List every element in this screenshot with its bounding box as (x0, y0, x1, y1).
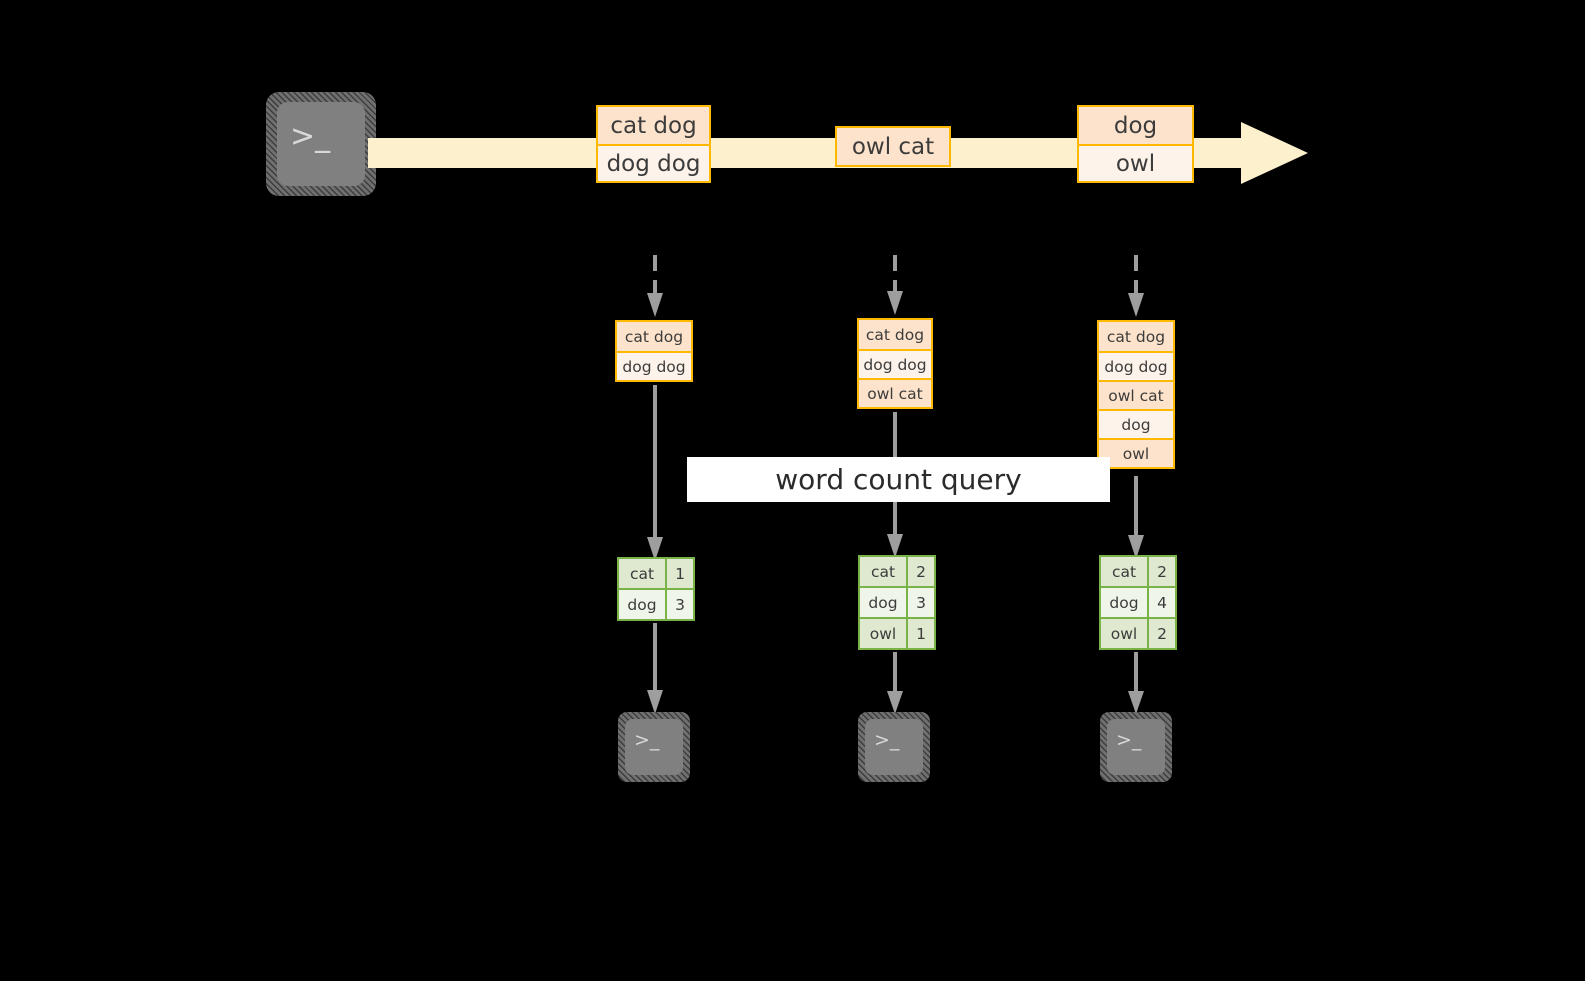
column-3-inbound-arrow-icon (1126, 255, 1146, 321)
column-1-sink-terminal-icon: >_ (618, 712, 690, 782)
query-label: word count query (687, 457, 1110, 502)
result-count-cell: 2 (906, 557, 934, 586)
terminal-body (625, 719, 683, 775)
stream-record-cell: cat dog (598, 107, 709, 144)
input-record-cell: dog dog (1099, 351, 1173, 380)
table-row: owl 2 (1101, 617, 1175, 648)
input-record-cell: dog dog (617, 351, 691, 380)
terminal-prompt-label: >_ (874, 729, 900, 751)
table-row: dog 4 (1101, 586, 1175, 617)
column-1-result-table: cat 1 dog 3 (617, 557, 695, 621)
table-row: owl 1 (860, 617, 934, 648)
column-2-output-arrow-icon (885, 652, 905, 716)
result-count-cell: 2 (1147, 619, 1175, 648)
result-word-cell: dog (860, 588, 906, 617)
stream-record-cell: dog dog (598, 144, 709, 181)
stream-record-cell: dog (1079, 107, 1192, 144)
table-row: dog 3 (860, 586, 934, 617)
stream-record-group: dog owl (1077, 105, 1194, 183)
input-record-cell: cat dog (859, 320, 931, 349)
table-row: cat 2 (1101, 557, 1175, 586)
terminal-prompt-label: >_ (290, 119, 331, 154)
result-word-cell: owl (1101, 619, 1147, 648)
source-terminal-icon: >_ (266, 92, 376, 196)
input-record-cell: owl cat (859, 378, 931, 407)
result-word-cell: cat (619, 559, 665, 588)
column-2-inbound-arrow-icon (885, 255, 905, 319)
stream-record-group: owl cat (835, 126, 951, 167)
input-record-cell: dog (1099, 409, 1173, 438)
terminal-body (865, 719, 923, 775)
result-count-cell: 3 (906, 588, 934, 617)
stream-record-cell: owl cat (837, 128, 949, 165)
result-word-cell: dog (619, 590, 665, 619)
result-count-cell: 3 (665, 590, 693, 619)
result-count-cell: 1 (665, 559, 693, 588)
input-record-cell: owl (1099, 438, 1173, 467)
terminal-body (1107, 719, 1165, 775)
result-count-cell: 1 (906, 619, 934, 648)
column-2-input-records: cat dog dog dog owl cat (857, 318, 933, 409)
result-count-cell: 2 (1147, 557, 1175, 586)
result-word-cell: dog (1101, 588, 1147, 617)
terminal-body (277, 102, 365, 186)
column-1-inbound-arrow-icon (645, 255, 665, 321)
table-row: dog 3 (619, 588, 693, 619)
input-record-cell: cat dog (617, 322, 691, 351)
column-2-result-table: cat 2 dog 3 owl 1 (858, 555, 936, 650)
stream-record-group: cat dog dog dog (596, 105, 711, 183)
stream-record-cell: owl (1079, 144, 1192, 181)
table-row: cat 1 (619, 559, 693, 588)
input-record-cell: cat dog (1099, 322, 1173, 351)
column-3-sink-terminal-icon: >_ (1100, 712, 1172, 782)
column-2-sink-terminal-icon: >_ (858, 712, 930, 782)
column-1-input-records: cat dog dog dog (615, 320, 693, 382)
terminal-prompt-label: >_ (634, 729, 660, 751)
column-1-output-arrow-icon (645, 623, 665, 716)
input-record-cell: dog dog (859, 349, 931, 378)
result-word-cell: cat (860, 557, 906, 586)
terminal-prompt-label: >_ (1116, 729, 1142, 751)
table-row: cat 2 (860, 557, 934, 586)
input-record-cell: owl cat (1099, 380, 1173, 409)
result-word-cell: owl (860, 619, 906, 648)
column-1-query-arrow-icon (645, 385, 665, 563)
result-word-cell: cat (1101, 557, 1147, 586)
column-3-result-table: cat 2 dog 4 owl 2 (1099, 555, 1177, 650)
column-3-query-arrow-icon (1126, 476, 1146, 561)
result-count-cell: 4 (1147, 588, 1175, 617)
column-3-output-arrow-icon (1126, 652, 1146, 716)
column-3-input-records: cat dog dog dog owl cat dog owl (1097, 320, 1175, 469)
